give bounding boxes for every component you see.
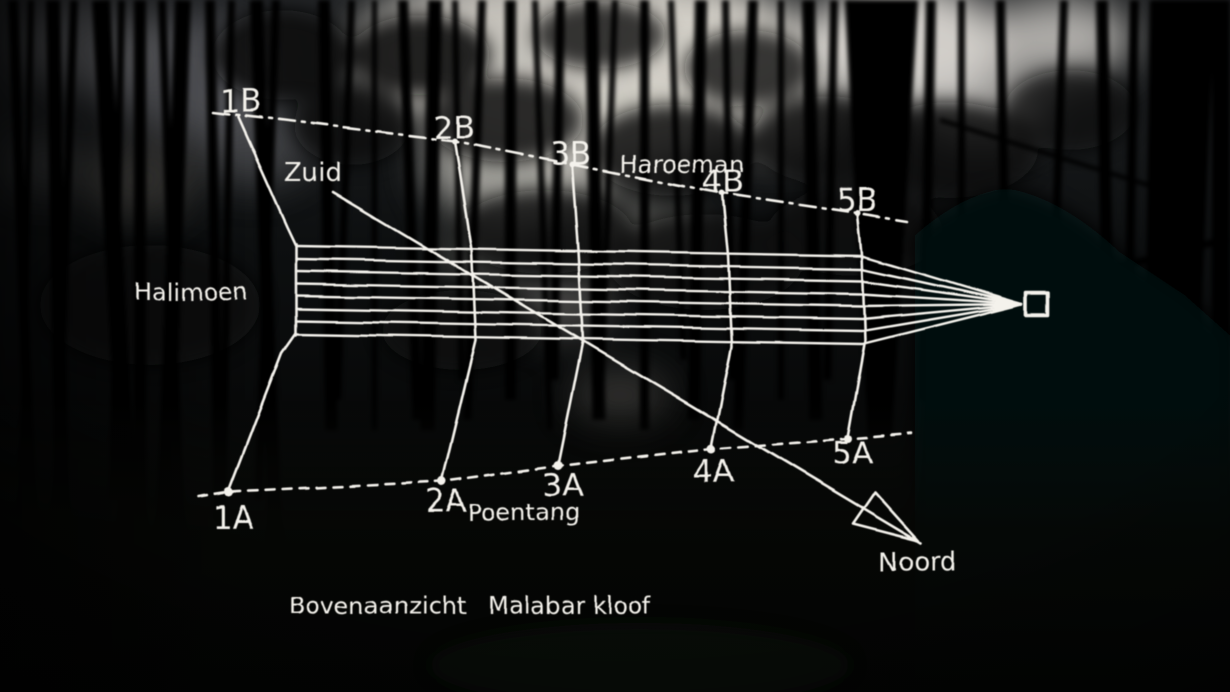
station-line-4 bbox=[710, 192, 734, 450]
station-marker-1A bbox=[224, 487, 234, 497]
north-arrow-icon bbox=[851, 490, 921, 543]
station-label-1b: 1B bbox=[220, 84, 261, 120]
station-marker-3B bbox=[569, 161, 575, 167]
station-label-3a: 3A bbox=[542, 468, 583, 504]
wire-line-6 bbox=[294, 302, 1024, 321]
wire-line-4 bbox=[294, 282, 1024, 306]
station-marker-3A bbox=[553, 461, 563, 471]
station-line-3 bbox=[556, 163, 585, 467]
wire-line-5 bbox=[294, 294, 1024, 308]
station-line-1-bottom bbox=[227, 331, 298, 493]
compass-south-label: Zuid bbox=[284, 158, 342, 188]
baseline-top-B bbox=[211, 110, 910, 223]
station-label-2b: 2B bbox=[434, 110, 475, 146]
station-line-5 bbox=[846, 212, 867, 440]
diagram-overlay: 1B 2B 3B 4B 5B 1A 2A 3A 4A 5A Zuid Noord… bbox=[134, 84, 1050, 620]
station-markers bbox=[224, 138, 861, 497]
station-line-2 bbox=[440, 139, 478, 483]
station-label-5a: 5A bbox=[832, 436, 873, 472]
station-marker-5A bbox=[844, 435, 852, 443]
compass-north-label: Noord bbox=[878, 548, 956, 578]
station-line-1-top bbox=[236, 115, 298, 248]
station-marker-5B bbox=[855, 210, 861, 216]
station-label-4b: 4B bbox=[703, 164, 744, 200]
anchor-square-icon bbox=[1024, 291, 1050, 317]
station-marker-4A bbox=[707, 444, 717, 454]
station-marker-4B bbox=[719, 190, 725, 196]
wire-line-8 bbox=[294, 302, 1024, 346]
station-label-2a: 2A bbox=[425, 484, 466, 520]
station-marker-2B bbox=[452, 138, 458, 144]
wire-line-7 bbox=[294, 302, 1024, 333]
station-label-1a: 1A bbox=[212, 500, 253, 536]
station-label-5b: 5B bbox=[837, 183, 878, 219]
station-marker-2A bbox=[437, 477, 447, 487]
ridge-label-halimoen: Halimoen bbox=[134, 278, 248, 306]
compass-line bbox=[331, 190, 923, 545]
station-label-3b: 3B bbox=[550, 136, 591, 172]
station-lines bbox=[227, 115, 867, 493]
ridge-label-haroeman: Haroeman bbox=[620, 150, 745, 178]
caption-part1: Bovenaanzicht bbox=[289, 592, 466, 620]
station-label-4a: 4A bbox=[693, 454, 734, 490]
caption-part2: Malabar kloof bbox=[488, 592, 651, 620]
ridge-label-poentang: Poentang bbox=[467, 499, 580, 527]
compass-shaft bbox=[331, 190, 923, 545]
